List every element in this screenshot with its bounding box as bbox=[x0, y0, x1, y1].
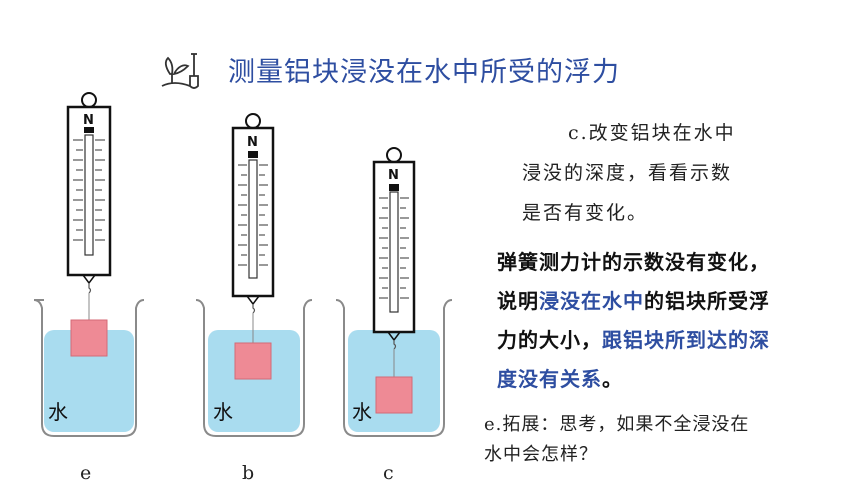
aluminum-block-c bbox=[375, 376, 413, 414]
description-line-2: 浸没的深度，看看示数 bbox=[522, 162, 733, 184]
conclusion-text: 弹簧测力计的示数没有变化， bbox=[497, 250, 770, 274]
conclusion-highlight: 度没有关系 bbox=[497, 367, 602, 391]
aluminum-block-e bbox=[70, 319, 108, 357]
conclusion-line-4: 度没有关系。 bbox=[497, 363, 623, 392]
conclusion-highlight: 浸没在水中 bbox=[539, 289, 644, 313]
page-title: 测量铝块浸没在水中所受的浮力 bbox=[228, 57, 620, 88]
sprout-shovel-icon bbox=[161, 53, 199, 89]
extension-line-2: 水中会怎样？ bbox=[484, 444, 598, 465]
caption-b: b bbox=[242, 462, 255, 484]
conclusion-text: 说明 bbox=[497, 289, 539, 313]
conclusion-text: 的铝块所受浮 bbox=[644, 289, 770, 313]
water-label-c: 水 bbox=[352, 400, 372, 424]
water-label-b: 水 bbox=[213, 400, 233, 424]
spring-scale-c: N bbox=[372, 147, 416, 377]
spring-scale-e: N bbox=[66, 92, 112, 320]
conclusion-line-2: 说明浸没在水中的铝块所受浮 bbox=[497, 285, 770, 314]
scale-unit-e: N bbox=[83, 113, 94, 128]
description-line-3: 是否有变化。 bbox=[522, 202, 649, 224]
caption-c: c bbox=[383, 462, 394, 484]
caption-e: e bbox=[80, 462, 92, 484]
beaker-b bbox=[195, 299, 313, 437]
description-line-1: c.改变铝块在水中 bbox=[568, 122, 736, 144]
scale-unit-c: N bbox=[388, 168, 399, 183]
conclusion-highlight: 跟铝块所到达的深 bbox=[602, 328, 770, 352]
conclusion-text: 。 bbox=[602, 367, 623, 391]
extension-line-1: e.拓展：思考，如果不全浸没在 bbox=[484, 414, 750, 435]
beaker-e bbox=[33, 299, 145, 437]
conclusion-line-1: 弹簧测力计的示数没有变化， bbox=[497, 246, 770, 275]
conclusion-text: 力的大小， bbox=[497, 328, 602, 352]
scale-unit-b: N bbox=[247, 135, 258, 150]
conclusion-line-3: 力的大小，跟铝块所到达的深 bbox=[497, 324, 770, 353]
aluminum-block-b bbox=[234, 342, 272, 380]
spring-scale-b: N bbox=[231, 113, 275, 343]
water-label-e: 水 bbox=[48, 400, 68, 424]
